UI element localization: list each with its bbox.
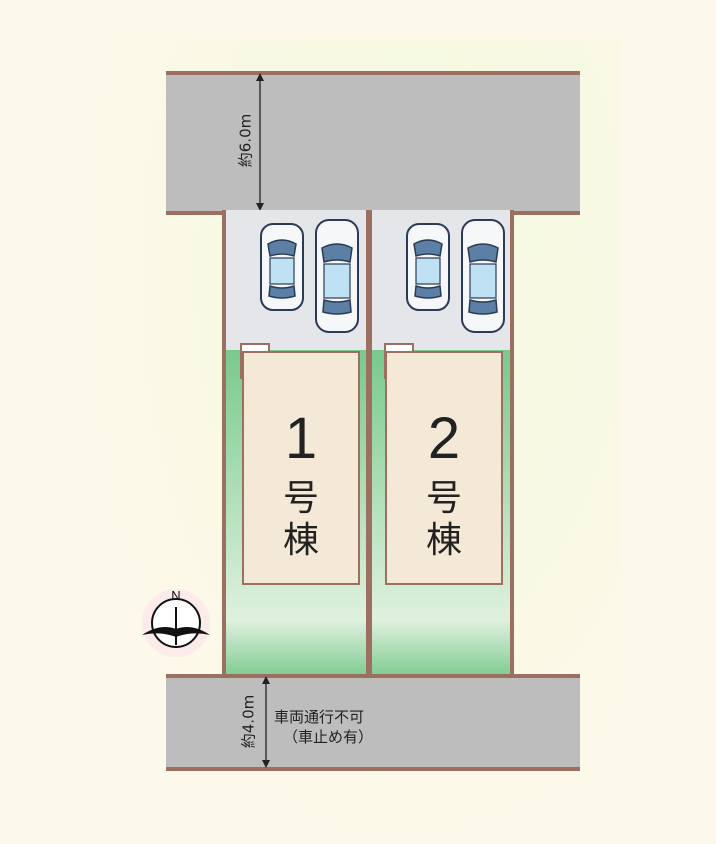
no-vehicle-access-note: 車両通行不可 [274, 708, 365, 726]
lot-2: 2 号 棟 [368, 210, 514, 674]
compass-north-label: N [171, 588, 180, 603]
building-number: 1 [284, 406, 318, 471]
building-suffix-tou: 棟 [282, 520, 319, 561]
rear-road [166, 674, 580, 771]
lot-1: 1 号 棟 [222, 210, 370, 674]
building-1: 1 号 棟 [242, 351, 360, 585]
car-icon [260, 223, 304, 311]
north-arrow-icon: N [142, 588, 210, 657]
building-number: 2 [427, 406, 461, 471]
building-2: 2 号 棟 [385, 351, 503, 585]
bottom-road-dimension-arrow [262, 676, 270, 768]
car-icon [315, 219, 359, 333]
building-suffix-gou: 号 [425, 478, 462, 519]
bottom-road-width-label: 約4.0m [239, 694, 258, 749]
front-road [166, 71, 580, 215]
building-suffix-tou: 棟 [425, 520, 462, 561]
top-road-dimension-arrow [256, 73, 264, 211]
car-icon [461, 219, 505, 333]
top-road-width-label: 約6.0m [236, 113, 255, 168]
building-suffix-gou: 号 [282, 478, 319, 519]
car-icon [406, 223, 450, 311]
bollard-note: （車止め有） [283, 728, 374, 746]
